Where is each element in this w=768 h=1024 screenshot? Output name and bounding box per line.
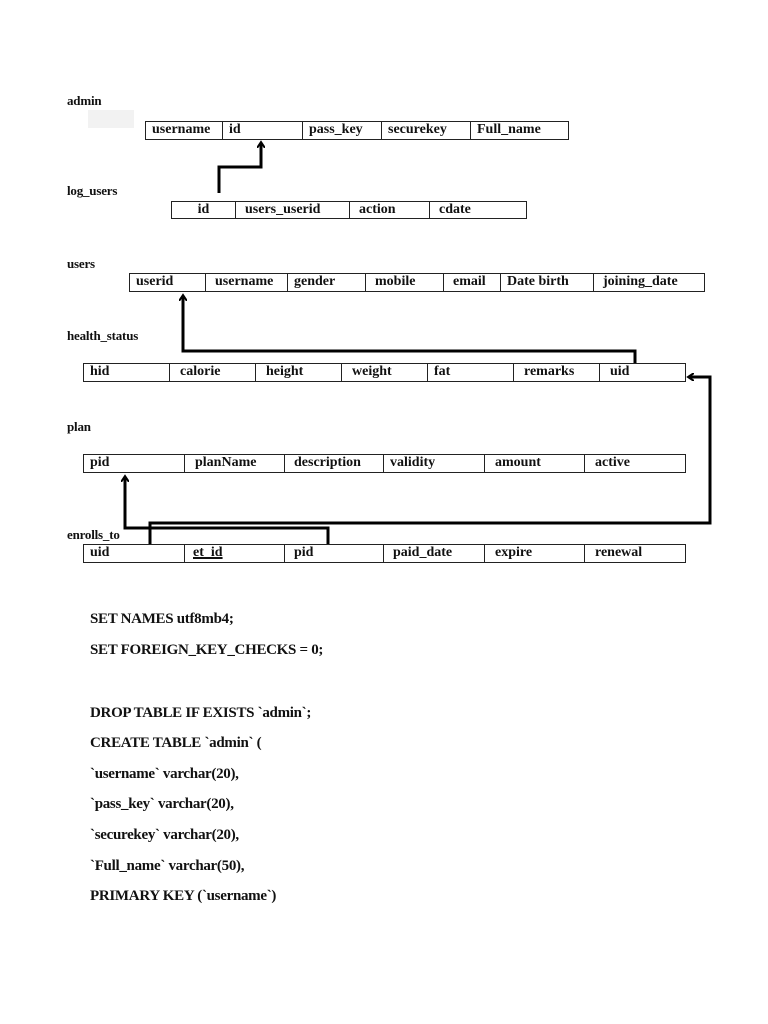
column-cell: joining_date	[603, 274, 678, 289]
column-cell: calorie	[170, 364, 256, 381]
table-health-status: hid calorie height weight fat remarks ui…	[83, 363, 686, 382]
table-label-log-users: log_users	[67, 183, 118, 198]
blank-placeholder-box	[88, 110, 134, 128]
column-cell: expire	[485, 545, 585, 562]
column-cell: weight	[342, 364, 428, 381]
column-cell: remarks	[514, 364, 600, 381]
column-cell: username	[206, 274, 288, 291]
column-cell: amount	[485, 455, 585, 472]
table-label-health-status: health_status	[67, 328, 139, 343]
sql-line: DROP TABLE IF EXISTS `admin`;	[90, 705, 312, 721]
column-cell: userid	[130, 274, 206, 291]
sql-line: PRIMARY KEY (`username`)	[90, 888, 277, 904]
sql-line: SET FOREIGN_KEY_CHECKS = 0;	[90, 642, 324, 658]
table-label-users: users	[67, 256, 95, 271]
sql-line: `Full_name` varchar(50),	[90, 858, 245, 874]
table-label-plan: plan	[67, 419, 91, 434]
column-cell: pid	[84, 455, 185, 472]
column-cell: Date birth	[501, 274, 594, 291]
column-cell: renewal	[595, 545, 643, 560]
column-cell: pass_key	[303, 122, 382, 139]
column-cell: securekey	[382, 122, 471, 139]
column-cell: email	[444, 274, 501, 291]
column-cell: action	[350, 202, 430, 218]
arrow-log-users-to-admin	[217, 144, 261, 193]
column-cell: description	[285, 455, 384, 472]
column-cell: pid	[285, 545, 384, 562]
column-cell: fat	[428, 364, 514, 381]
column-cell: et_id	[185, 545, 285, 562]
column-cell: active	[595, 455, 630, 470]
table-log-users: id users_userid action cdate	[171, 201, 527, 219]
arrow-enrolls-to-plan	[125, 478, 330, 544]
column-cell: paid_date	[384, 545, 485, 562]
column-cell: mobile	[366, 274, 444, 291]
table-enrolls-to: uid et_id pid paid_date expire renewal	[83, 544, 686, 563]
sql-line: `pass_key` varchar(20),	[90, 796, 234, 812]
column-cell: id	[172, 202, 236, 218]
table-admin: username id pass_key securekey Full_name	[145, 121, 569, 140]
sql-line: SET NAMES utf8mb4;	[90, 611, 234, 627]
column-cell: Full_name	[477, 122, 541, 137]
column-cell: uid	[84, 545, 185, 562]
column-cell: username	[146, 122, 223, 139]
sql-line: `username` varchar(20),	[90, 766, 239, 782]
table-plan: pid planName description validity amount…	[83, 454, 686, 473]
column-cell: gender	[288, 274, 366, 291]
column-cell: users_userid	[236, 202, 350, 218]
column-cell: hid	[84, 364, 170, 381]
column-cell: validity	[384, 455, 485, 472]
sql-line: CREATE TABLE `admin` (	[90, 735, 262, 751]
table-label-admin: admin	[67, 93, 102, 108]
arrow-health-status-to-users	[183, 297, 637, 363]
table-label-enrolls-to: enrolls_to	[67, 527, 120, 542]
column-cell: height	[256, 364, 342, 381]
sql-line: `securekey` varchar(20),	[90, 827, 239, 843]
primary-key-underlined: et_id	[193, 545, 223, 560]
column-cell: uid	[610, 364, 630, 379]
column-cell: cdate	[439, 202, 471, 217]
column-cell: planName	[185, 455, 285, 472]
table-users: userid username gender mobile email Date…	[129, 273, 705, 292]
column-cell: id	[223, 122, 303, 139]
